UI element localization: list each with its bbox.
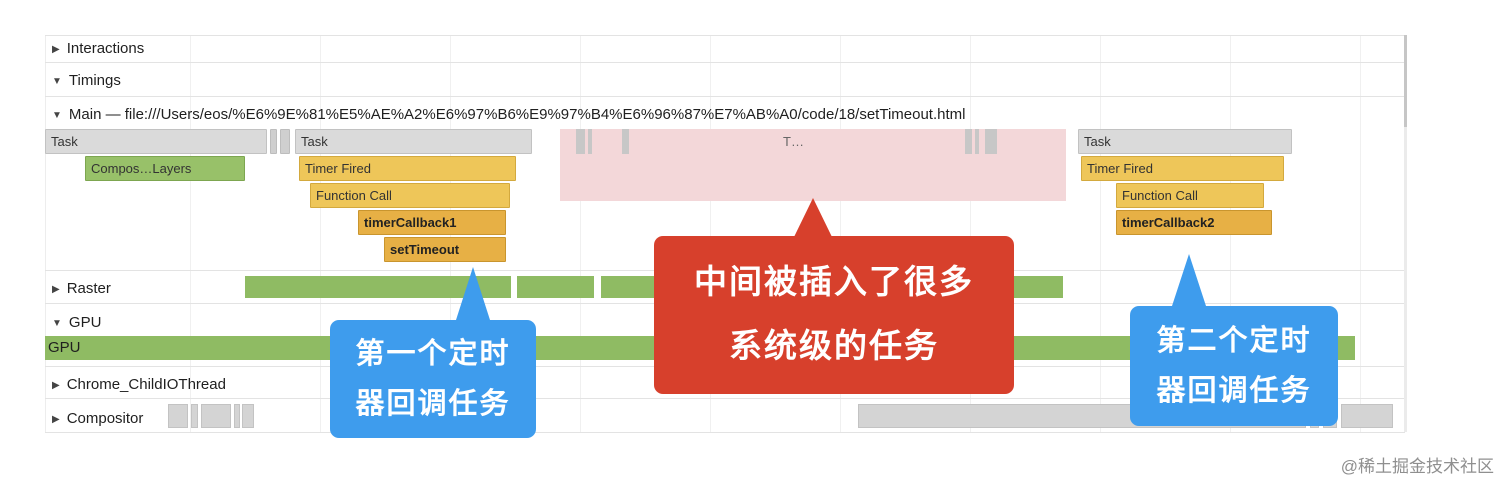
system-task-stripe[interactable] xyxy=(975,129,979,154)
settimeout-bar[interactable]: setTimeout xyxy=(384,237,506,262)
gpu-bar-label: GPU xyxy=(48,339,81,356)
gridline xyxy=(840,35,841,432)
gridline xyxy=(710,35,711,432)
timer-fired-bar[interactable]: Timer Fired xyxy=(1081,156,1284,181)
scrollbar-thumb[interactable] xyxy=(1404,35,1407,127)
disclosure-expanded-icon: ▼ xyxy=(52,318,62,329)
system-task-stripe[interactable] xyxy=(588,129,592,154)
disclosure-collapsed-icon: ▶ xyxy=(52,44,60,55)
timer-fired-bar[interactable]: Timer Fired xyxy=(299,156,516,181)
timer-callback2-bar[interactable]: timerCallback2 xyxy=(1116,210,1272,235)
row-separator xyxy=(45,62,1405,63)
track-label: Interactions xyxy=(66,40,145,57)
disclosure-collapsed-icon: ▶ xyxy=(52,380,60,391)
task-fragment[interactable] xyxy=(270,129,277,154)
gridline xyxy=(970,35,971,432)
track-header-raster[interactable]: ▶ Raster xyxy=(52,278,111,300)
compositor-bar[interactable] xyxy=(234,404,240,428)
long-task-region[interactable] xyxy=(560,129,1066,201)
disclosure-expanded-icon: ▼ xyxy=(52,110,62,121)
task-fragment[interactable] xyxy=(280,129,290,154)
track-header-gpu[interactable]: ▼ GPU xyxy=(52,312,101,334)
timer-callback1-bar[interactable]: timerCallback1 xyxy=(358,210,506,235)
callout-text-line: 第二个定时 xyxy=(1156,325,1312,357)
callout-text-line: 系统级的任务 xyxy=(729,327,939,364)
callout-text-line: 中间被插入了很多 xyxy=(694,263,974,300)
system-task-stripe[interactable] xyxy=(622,129,629,154)
track-label: Main — file:///Users/eos/%E6%9E%81%E5%AE… xyxy=(68,106,966,123)
first-timer-callout: 第一个定时 器回调任务 xyxy=(330,320,536,438)
disclosure-collapsed-icon: ▶ xyxy=(52,414,60,425)
track-header-timings[interactable]: ▼ Timings xyxy=(52,70,121,92)
function-call-bar[interactable]: Function Call xyxy=(310,183,510,208)
callout-text-line: 器回调任务 xyxy=(1156,375,1312,407)
raster-bar[interactable] xyxy=(517,276,594,298)
track-label: Timings xyxy=(68,72,121,89)
scrollbar-track[interactable] xyxy=(1404,35,1407,432)
compositor-bar[interactable] xyxy=(168,404,188,428)
system-task-stripe[interactable] xyxy=(965,129,972,154)
row-separator xyxy=(45,35,1405,36)
track-header-interactions[interactable]: ▶ Interactions xyxy=(52,38,144,60)
compositor-bar[interactable] xyxy=(201,404,231,428)
gridline xyxy=(1100,35,1101,432)
task-bar[interactable]: Task xyxy=(1078,129,1292,154)
composite-layers-bar[interactable]: Compos…Layers xyxy=(85,156,245,181)
gridline xyxy=(190,35,191,432)
system-tasks-callout: 中间被插入了很多 系统级的任务 xyxy=(654,236,1014,394)
gridline xyxy=(320,35,321,432)
task-bar[interactable]: Task xyxy=(295,129,532,154)
compositor-bar[interactable] xyxy=(1341,404,1393,428)
row-separator xyxy=(45,432,1405,433)
middle-callout-arrow xyxy=(794,198,832,237)
row-separator xyxy=(45,96,1405,97)
compositor-bar[interactable] xyxy=(242,404,254,428)
track-label: Compositor xyxy=(66,410,144,427)
first-callout-arrow xyxy=(456,267,490,320)
callout-text-line: 器回调任务 xyxy=(355,388,511,420)
row-separator xyxy=(45,398,1405,399)
track-header-compositor[interactable]: ▶ Compositor xyxy=(52,408,143,430)
system-task-stripe[interactable] xyxy=(985,129,997,154)
track-label: GPU xyxy=(68,314,102,331)
gridline xyxy=(580,35,581,432)
truncated-task-label[interactable]: T… xyxy=(783,134,804,149)
compositor-bar[interactable] xyxy=(191,404,198,428)
second-callout-arrow xyxy=(1172,254,1206,306)
disclosure-collapsed-icon: ▶ xyxy=(52,284,60,295)
system-task-stripe[interactable] xyxy=(576,129,585,154)
track-label: Chrome_ChildIOThread xyxy=(66,376,226,393)
callout-text-line: 第一个定时 xyxy=(355,338,511,370)
second-timer-callout: 第二个定时 器回调任务 xyxy=(1130,306,1338,426)
track-label: Raster xyxy=(66,280,111,297)
task-bar[interactable]: Task xyxy=(45,129,267,154)
watermark: @稀土掘金技术社区 xyxy=(1340,457,1494,476)
disclosure-expanded-icon: ▼ xyxy=(52,76,62,87)
gridline xyxy=(1360,35,1361,432)
raster-bar[interactable] xyxy=(245,276,511,298)
track-header-chrome-childiothread[interactable]: ▶ Chrome_ChildIOThread xyxy=(52,374,226,396)
track-header-main[interactable]: ▼ Main — file:///Users/eos/%E6%9E%81%E5%A… xyxy=(52,104,965,126)
function-call-bar[interactable]: Function Call xyxy=(1116,183,1264,208)
chart-left-edge xyxy=(45,35,46,432)
